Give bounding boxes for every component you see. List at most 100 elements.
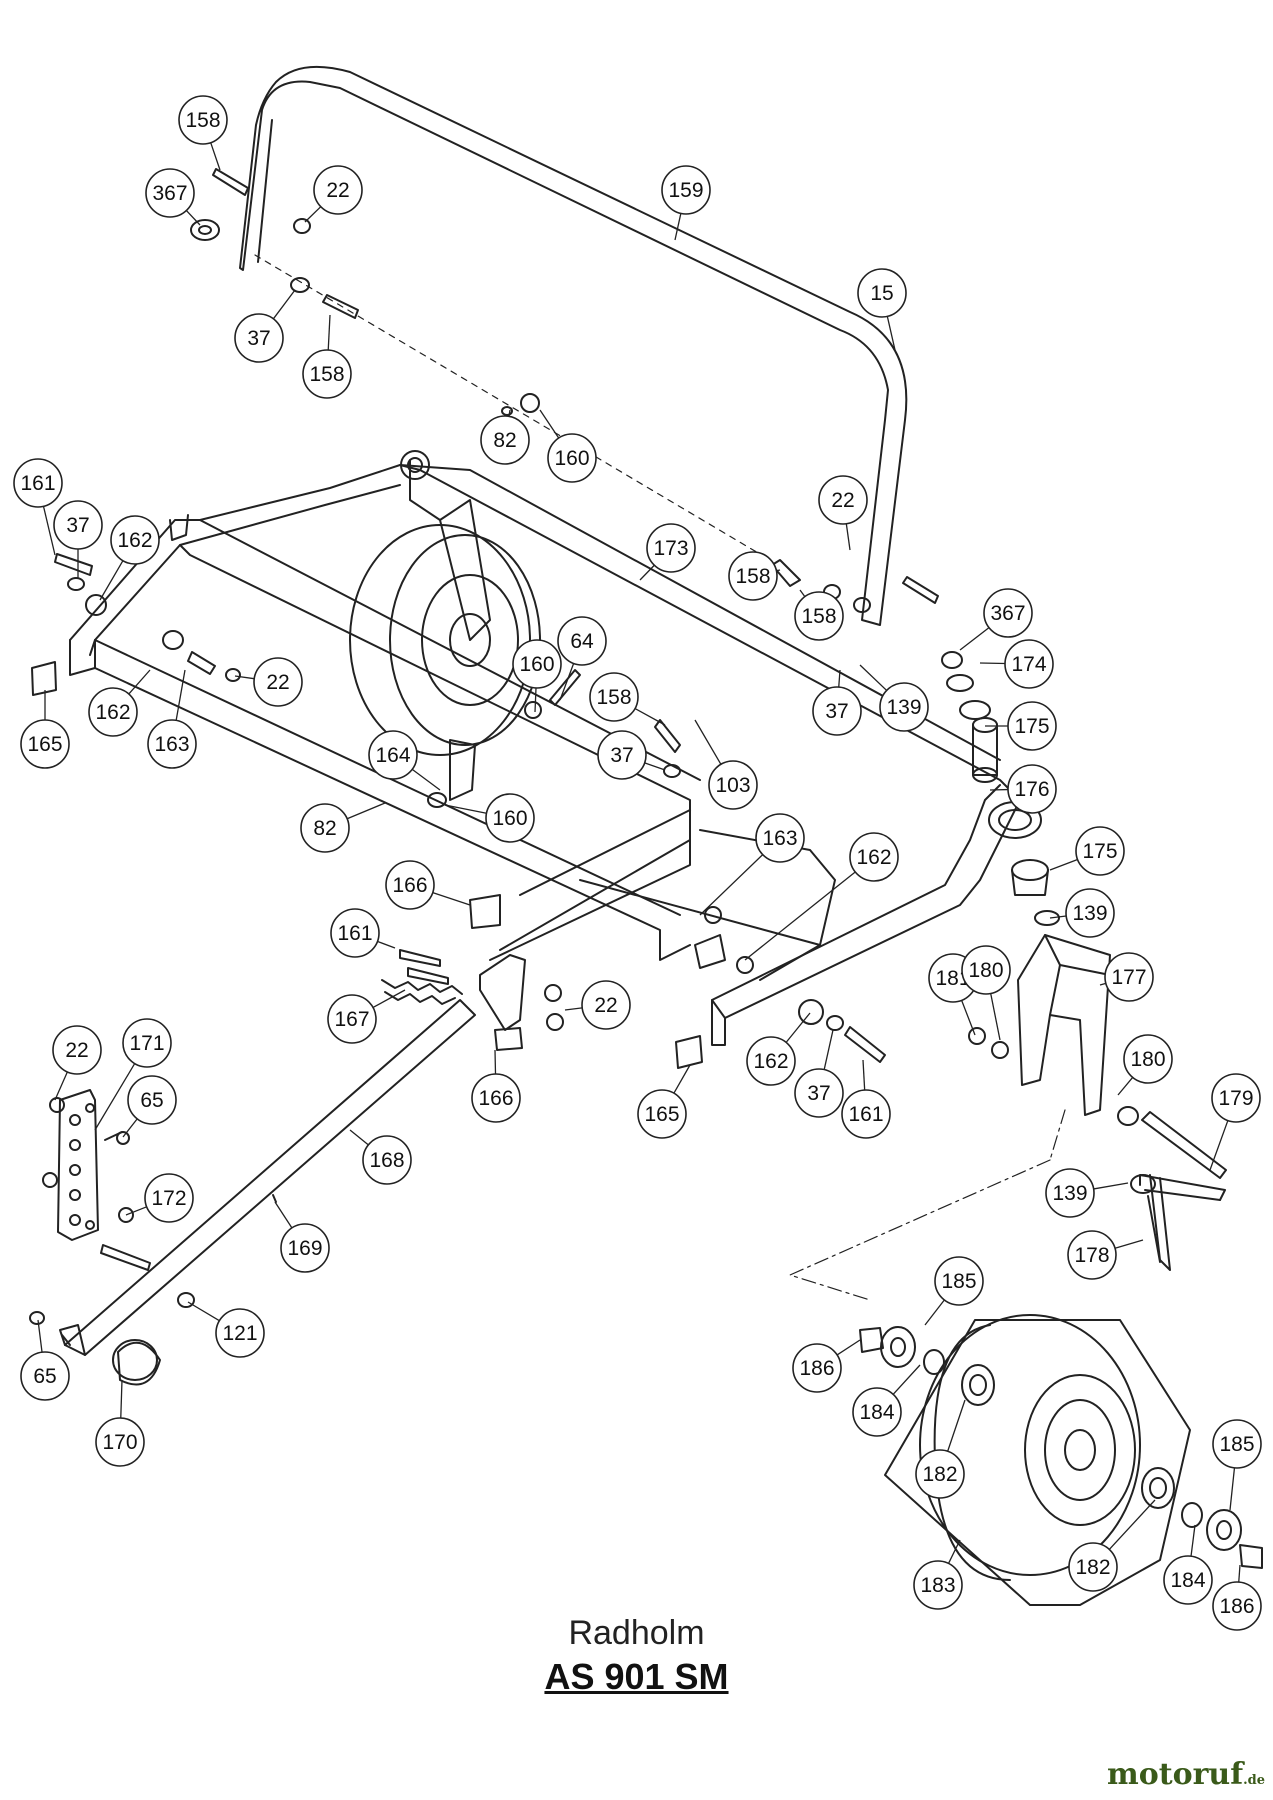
- callout-circle: [1067, 1230, 1117, 1280]
- callout-label: 166: [392, 874, 427, 897]
- callout-circle: [53, 500, 103, 550]
- callout-173: 173: [646, 523, 696, 573]
- callout-leader: [1093, 1182, 1129, 1190]
- callout-circle: [122, 1018, 172, 1068]
- callout-186: 186: [792, 1343, 842, 1393]
- main-frame: [69, 464, 1042, 1046]
- callout-leader: [539, 409, 560, 439]
- callout-172: 172: [144, 1173, 194, 1223]
- callout-circle: [708, 760, 758, 810]
- callout-170: 170: [95, 1417, 145, 1467]
- callout-label: 22: [65, 1039, 88, 1062]
- callout-166: 166: [471, 1073, 521, 1123]
- callout-label: 161: [848, 1103, 883, 1126]
- callout-label: 37: [825, 700, 848, 723]
- callout-label: 159: [668, 179, 703, 202]
- callout-leader: [886, 316, 896, 351]
- callout-leader: [979, 662, 1006, 665]
- callout-label: 22: [831, 489, 854, 512]
- callout-178: 178: [1067, 1230, 1117, 1280]
- callout-circle: [13, 458, 63, 508]
- callout-174: 174: [1004, 639, 1054, 689]
- callout-163: 163: [147, 719, 197, 769]
- callout-label: 170: [102, 1431, 137, 1454]
- callout-leader: [699, 854, 764, 916]
- callout-label: 139: [1072, 902, 1107, 925]
- callout-circle: [794, 591, 844, 641]
- callout-label: 163: [154, 733, 189, 756]
- callout-leader: [1108, 1499, 1156, 1550]
- callout-leader: [444, 804, 487, 814]
- callout-label: 173: [653, 537, 688, 560]
- callout-leader: [37, 1319, 43, 1353]
- callout-label: 167: [334, 1008, 369, 1031]
- callout-165: 165: [637, 1089, 687, 1139]
- callout-circle: [302, 349, 352, 399]
- callout-label: 82: [493, 429, 516, 452]
- callout-184: 184: [1163, 1555, 1213, 1605]
- callout-label: 172: [151, 1187, 186, 1210]
- callout-159: 159: [661, 165, 711, 215]
- callout-circle: [127, 1075, 177, 1125]
- callout-175: 175: [1007, 701, 1057, 751]
- height-lever: [59, 999, 476, 1386]
- callout-circle: [794, 1068, 844, 1118]
- callout-22: 22: [52, 1025, 102, 1075]
- callout-160: 160: [485, 793, 535, 843]
- callout-label: 179: [1218, 1087, 1253, 1110]
- callout-leader: [559, 663, 575, 701]
- callout-160: 160: [547, 433, 597, 483]
- callout-leader: [377, 940, 396, 949]
- callout-leader: [210, 142, 221, 171]
- callout-label: 182: [1075, 1556, 1110, 1579]
- model-number: AS 901 SM: [544, 1656, 729, 1697]
- callout-leader: [349, 1129, 369, 1146]
- callout-circle: [512, 639, 562, 689]
- callout-367: 367: [145, 168, 195, 218]
- callout-leader: [1117, 1077, 1134, 1096]
- callout-leader: [508, 409, 511, 417]
- callout-label: 175: [1082, 840, 1117, 863]
- callout-label: 162: [753, 1050, 788, 1073]
- callout-circle: [849, 832, 899, 882]
- callout-leader: [564, 1007, 583, 1011]
- callout-circle: [818, 475, 868, 525]
- callout-leader: [304, 206, 322, 223]
- callout-leader: [128, 669, 151, 695]
- callout-171: 171: [122, 1018, 172, 1068]
- callout-label: 82: [313, 817, 336, 840]
- callout-leader: [274, 1201, 293, 1229]
- callout-leader: [94, 1063, 136, 1131]
- callout-circle: [1211, 1073, 1261, 1123]
- callout-37: 37: [597, 730, 647, 780]
- callout-label: 177: [1111, 966, 1146, 989]
- callout-leader: [187, 1301, 220, 1322]
- callout-circle: [280, 1223, 330, 1273]
- callout-158: 158: [178, 95, 228, 145]
- callout-label: 168: [369, 1149, 404, 1172]
- callout-label: 158: [185, 109, 220, 132]
- callout-167: 167: [327, 994, 377, 1044]
- callout-label: 367: [990, 602, 1025, 625]
- callout-139: 139: [1065, 888, 1115, 938]
- callout-37: 37: [794, 1068, 844, 1118]
- callout-103: 103: [708, 760, 758, 810]
- callout-168: 168: [362, 1135, 412, 1185]
- callout-label: 65: [33, 1365, 56, 1388]
- callout-162: 162: [849, 832, 899, 882]
- center-wheel: [349, 450, 541, 756]
- callout-label: 22: [266, 671, 289, 694]
- callout-37: 37: [234, 313, 284, 363]
- callout-circle: [661, 165, 711, 215]
- callout-158: 158: [302, 349, 352, 399]
- callout-166: 166: [385, 860, 435, 910]
- callout-64: 64: [557, 616, 607, 666]
- callout-circle: [300, 803, 350, 853]
- swivel-bracket: [789, 700, 1226, 1301]
- callout-circle: [1104, 952, 1154, 1002]
- callout-label: 158: [735, 565, 770, 588]
- callout-label: 160: [519, 653, 554, 676]
- callout-label: 37: [66, 514, 89, 537]
- callout-circle: [637, 1089, 687, 1139]
- callout-leader: [234, 675, 255, 680]
